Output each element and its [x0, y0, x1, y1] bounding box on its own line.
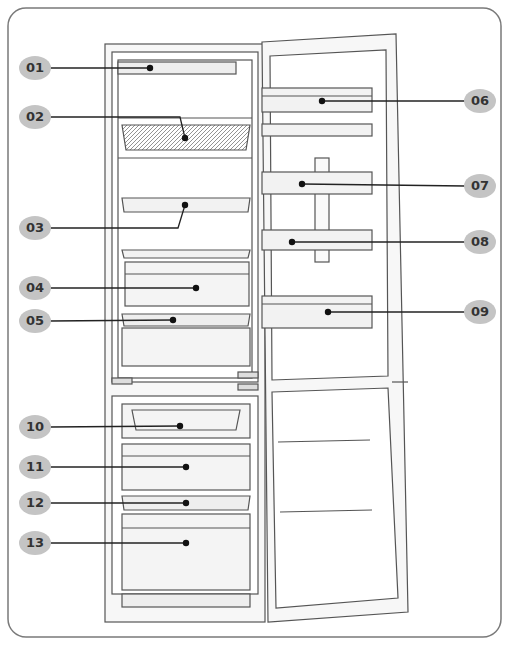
callout-number: 08 [464, 230, 496, 254]
callout-number: 01 [19, 56, 51, 80]
callout-number: 13 [19, 531, 51, 555]
callout-number: 05 [19, 309, 51, 333]
callout-number: 12 [19, 491, 51, 515]
callout-number: 02 [19, 105, 51, 129]
callout-number: 03 [19, 216, 51, 240]
callout-number: 11 [19, 455, 51, 479]
callout-number: 04 [19, 276, 51, 300]
callout-number: 07 [464, 174, 496, 198]
callout-number: 10 [19, 415, 51, 439]
callout-number: 09 [464, 300, 496, 324]
callout-number: 06 [464, 89, 496, 113]
